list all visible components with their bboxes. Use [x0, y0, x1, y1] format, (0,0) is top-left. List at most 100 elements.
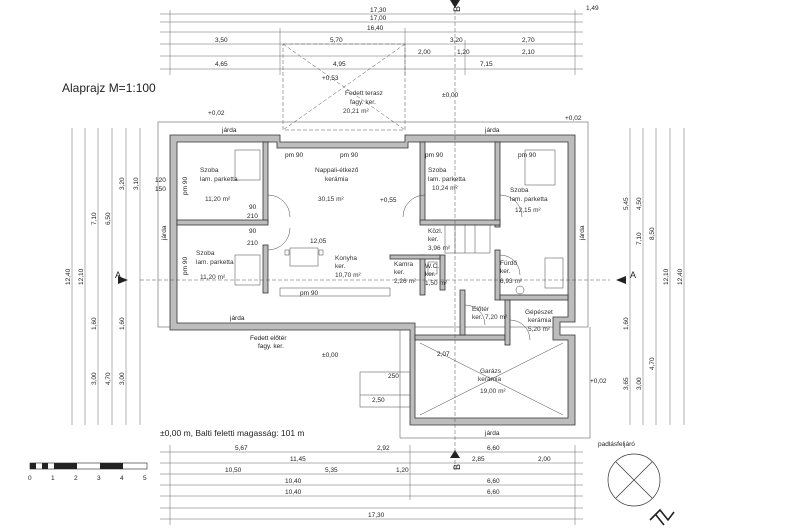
- room-szoba1-sub: lam. parketta: [200, 176, 238, 183]
- room-labels: Fedett terasz fagy. ker. 20,21 m² Szoba …: [196, 90, 553, 395]
- room-szoba2-name: Szoba: [428, 167, 447, 174]
- jarda-garage: járda: [484, 430, 500, 437]
- dim-bottom-13: 2,85: [472, 456, 485, 463]
- scale-2: 2: [74, 475, 78, 482]
- dim-left-2: 6,50: [105, 212, 112, 225]
- misc-labels: járda járda járda járda járda járda padl…: [155, 75, 635, 448]
- room-gepeszet-name: Gépészet: [525, 309, 553, 316]
- scale-0: 0: [28, 475, 32, 482]
- dim-bottom-5: 10,50: [225, 467, 242, 474]
- dim-ramp-height: 250: [388, 373, 399, 380]
- dim-left-outer: 12,10: [78, 268, 85, 285]
- room-szoba4-name: Szoba: [196, 250, 215, 257]
- section-b-bottom: B: [452, 464, 462, 470]
- dim-door-90-1: 90: [249, 204, 257, 211]
- dim-garage-door: 2,07: [437, 351, 450, 358]
- dim-right-2: 4,50: [636, 197, 643, 210]
- room-kamra-sub: ker.: [394, 269, 405, 276]
- room-konyha-area: 10,70 m²: [335, 272, 361, 279]
- room-szoba4-sub: lam. parketta: [196, 259, 234, 266]
- level-bottom: ±0,00: [322, 352, 339, 359]
- room-szoba4-area: 11,20 m²: [200, 274, 226, 281]
- dim-pm90-6: pm 90: [182, 257, 189, 275]
- room-garazs-sub: kerámia: [478, 376, 502, 383]
- attic-access-label: padlásfeljáró: [598, 441, 635, 448]
- level-terrace: +0,53: [322, 75, 339, 82]
- room-konyha-name: Konyha: [335, 255, 357, 262]
- room-furdo-name: Fürdő: [500, 260, 517, 267]
- building-walls: [169, 134, 576, 426]
- dim-bottom-8: 6,60: [487, 478, 500, 485]
- dim-ramp: 2,50: [372, 397, 385, 404]
- room-szoba1-area: 11,20 m²: [205, 196, 231, 203]
- room-szoba3-sub: lam. parketta: [510, 196, 548, 203]
- dim-right-outer: 12,10: [663, 268, 670, 285]
- jarda-top-right: járda: [484, 127, 500, 134]
- dim-bottom-total: 17,30: [368, 512, 385, 519]
- room-nappali-sub: kerámia: [325, 176, 349, 183]
- jarda-left: járda: [161, 225, 168, 241]
- room-nappali-name: Nappali-étkező: [315, 167, 359, 174]
- room-nappali-area: 30,15 m²: [318, 196, 344, 203]
- section-a-left: A: [115, 270, 121, 280]
- room-terrace-area: 20,21 m²: [343, 108, 369, 115]
- dim-top-8: 7,15: [480, 61, 493, 68]
- dim-left-3: 3,20: [119, 177, 126, 190]
- room-eloter-sub: ker.: [472, 314, 483, 321]
- dim-left-total: 12,40: [65, 268, 72, 285]
- dim-right-8: 3,00: [636, 377, 643, 390]
- dim-bottom-10: 6,60: [487, 489, 500, 496]
- room-gepeszet-area: 5,20 m²: [528, 326, 551, 333]
- level-garage: +0,02: [590, 378, 607, 385]
- top-dimensions: 17,30 17,00 16,40 3,50 5,70 3,20 2,70 4,…: [160, 5, 599, 75]
- dim-top-10: 2,10: [522, 49, 535, 56]
- dim-right-3: 8,50: [649, 227, 656, 240]
- jarda-bottom: járda: [229, 315, 245, 322]
- dim-left-1: 7,10: [91, 212, 98, 225]
- dim-right-total: 12,40: [677, 268, 684, 285]
- dim-bottom-1: 5,67: [235, 445, 248, 452]
- dim-pm90-4: pm 90: [518, 152, 536, 159]
- room-gepeszet-sub: kerámia: [528, 317, 552, 324]
- elevation-note: ±0,00 m, Balti feletti magasság: 101 m: [160, 428, 305, 438]
- dim-right-6: 4,70: [649, 357, 656, 370]
- dim-left-6: 1,60: [91, 317, 98, 330]
- dim-top-5: 4,65: [215, 61, 228, 68]
- dim-door-210-1: 210: [247, 213, 258, 220]
- right-dimensions: 12,40 12,10 5,45 4,50 8,50 7,10 1,60 4,7…: [623, 128, 685, 425]
- scale-4: 4: [120, 475, 124, 482]
- room-kamra-name: Kamra: [394, 261, 414, 268]
- covered-entry-label-2: fagy. ker.: [258, 343, 284, 350]
- dim-bottom-3: 2,92: [377, 445, 390, 452]
- dim-bottom-2: 11,45: [290, 456, 306, 463]
- dim-window-120: 120: [155, 177, 166, 184]
- room-szoba2-sub: lam. parketta: [428, 176, 466, 183]
- scale-5: 5: [143, 475, 147, 482]
- dim-top-2: 5,70: [330, 37, 343, 44]
- level-nappali: +0,55: [380, 197, 397, 204]
- room-terrace-sub: fagy. ker.: [350, 99, 376, 106]
- room-terrace-name: Fedett terasz: [345, 90, 383, 97]
- room-wc-area: 1,50 m²: [425, 280, 448, 287]
- compass-icon: [607, 453, 675, 526]
- room-wc-name: W.C.: [425, 263, 439, 270]
- dim-left-9: 3,00: [119, 372, 126, 385]
- dim-bottom-6: 5,35: [325, 467, 338, 474]
- plan-title: Alaprajz M=1:100: [62, 81, 156, 95]
- dim-top-6: 4,95: [333, 61, 346, 68]
- room-szoba3-name: Szoba: [510, 187, 529, 194]
- room-furdo-area: 6,93 m²: [500, 278, 523, 285]
- dim-kitchen-width: 12,05: [310, 238, 327, 245]
- dim-bottom-7: 10,40: [285, 478, 302, 485]
- dim-window-150: 150: [155, 186, 166, 193]
- covered-entry-label-1: Fedett előtér: [250, 335, 287, 342]
- dim-top-1: 3,50: [215, 37, 228, 44]
- scale-1: 1: [51, 475, 55, 482]
- dim-left-4: 3,10: [133, 177, 140, 190]
- section-lines: A A B B: [115, 0, 636, 470]
- dim-bottom-4: 6,60: [487, 445, 500, 452]
- dim-pm90-5: pm 90: [182, 177, 189, 195]
- dim-door-90-2: 90: [249, 228, 257, 235]
- dim-top-outer: 17,00: [370, 15, 387, 22]
- dim-top-9: 1,49: [586, 5, 599, 12]
